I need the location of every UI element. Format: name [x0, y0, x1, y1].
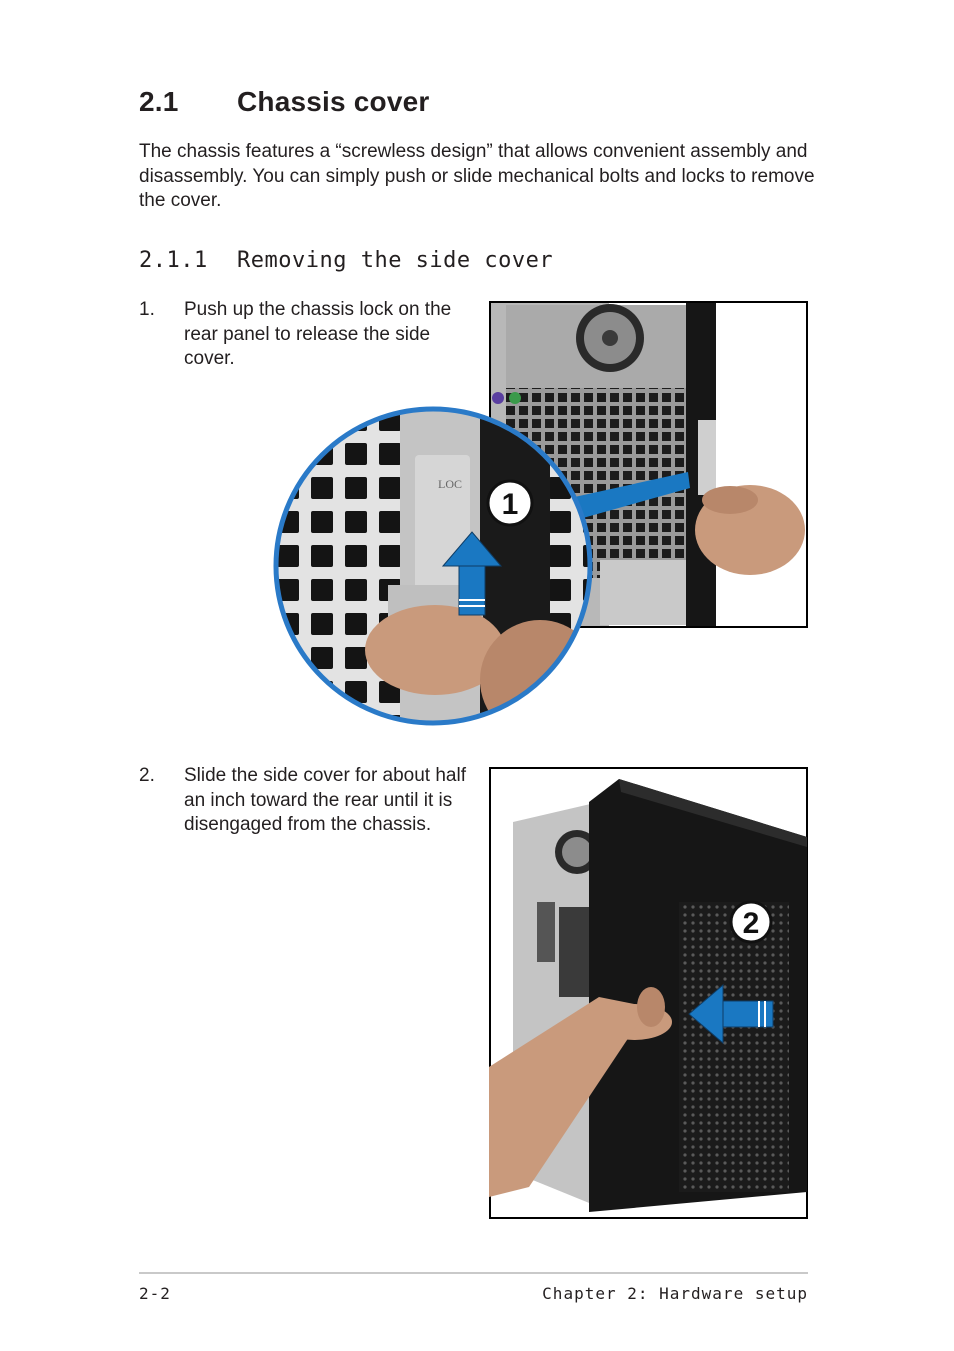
figure-chassis-lock: LOC 1	[273, 301, 808, 726]
slide-arrow	[688, 983, 774, 1045]
zoom-circle	[276, 409, 590, 723]
callout-1: 1	[486, 479, 534, 527]
section-title: Chassis cover	[237, 86, 430, 117]
chassis-photo	[489, 779, 807, 1212]
push-up-arrow	[441, 531, 503, 616]
step-number: 1.	[139, 299, 155, 320]
intro-paragraph: The chassis features a “screwless design…	[139, 141, 815, 211]
step-text: Push up the chassis lock on the rear pan…	[184, 299, 452, 369]
callout-2: 2	[729, 900, 773, 944]
figure-slide-cover: 2	[489, 767, 808, 1219]
step-number: 2.	[139, 765, 155, 786]
step-text: Slide the side cover for about half an i…	[184, 765, 467, 835]
lock-label: LOC	[438, 477, 462, 491]
svg-text:1: 1	[502, 488, 519, 521]
subsection-title: Removing the side cover	[237, 248, 554, 273]
chapter-title: Chapter 2: Hardware setup	[542, 1284, 808, 1303]
subsection-heading: 2.1.1 Removing the side cover	[139, 248, 553, 273]
section-heading: 2.1 Chassis cover	[139, 86, 430, 118]
page-number: 2-2	[139, 1284, 171, 1303]
section-number: 2.1	[139, 86, 179, 117]
footer-rule	[139, 1272, 808, 1274]
svg-text:2: 2	[743, 907, 760, 940]
subsection-number: 2.1.1	[139, 248, 208, 273]
